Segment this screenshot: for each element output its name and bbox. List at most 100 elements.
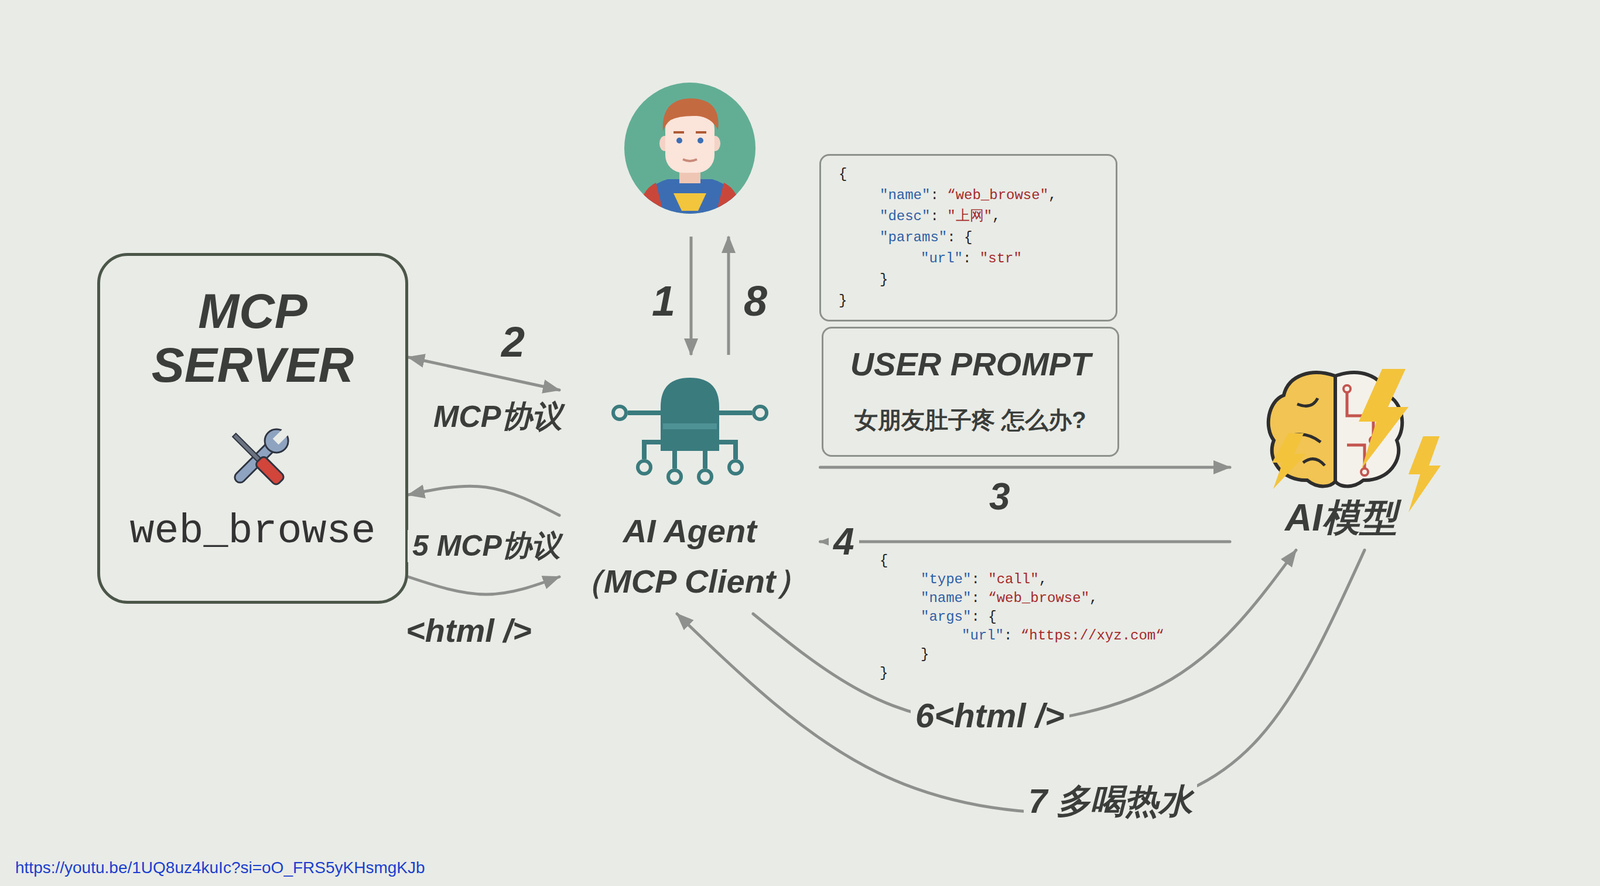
- code-token: ,: [1048, 187, 1057, 204]
- callout-number: 1: [648, 277, 679, 326]
- octopus-icon-part: [637, 460, 651, 474]
- user-avatar-part-part: [638, 182, 665, 218]
- code-token: :: [971, 609, 988, 625]
- code-token: "params": [879, 229, 947, 246]
- octopus-icon-part: [662, 423, 717, 430]
- code-line: {: [879, 551, 888, 571]
- user-avatar-part: [682, 159, 697, 162]
- brain-icon-part: [1272, 433, 1307, 490]
- octopus-icon-part: [702, 450, 708, 469]
- step-label: 6<html />: [910, 696, 1070, 735]
- server-box: MCP SERVERweb_browse: [97, 253, 409, 604]
- octopus-icon-part: [672, 450, 678, 469]
- code-token: }: [838, 292, 847, 309]
- code-line: }: [920, 645, 929, 665]
- callout-number: 8: [740, 277, 771, 326]
- code-token: }: [879, 271, 888, 288]
- octopus-icon-part: [753, 406, 767, 420]
- octopus-icon-part: [729, 460, 743, 474]
- code-token: ,: [992, 208, 1001, 225]
- code-line: "type": "call",: [920, 570, 1048, 590]
- code-line: "params": {: [838, 227, 1099, 249]
- octopus-icon-part: [719, 442, 736, 460]
- tool-icon-part-part: [232, 433, 261, 462]
- tool-icon: [227, 423, 294, 490]
- code-token: "上网": [946, 208, 993, 225]
- model-node: AI模型: [1229, 357, 1453, 550]
- code-line: "desc": "上网",: [838, 206, 1099, 228]
- tool-icon-part-part: [272, 428, 289, 445]
- code-token: }: [879, 665, 888, 682]
- agent-subtitle: （MCP Client）: [571, 563, 809, 600]
- step-label: 5 MCP协议: [407, 530, 566, 563]
- code-token: :: [1003, 627, 1021, 644]
- prompt-text: 女朋友肚子疼 怎么办?: [835, 407, 1106, 433]
- user-avatar-part-part: [673, 193, 707, 211]
- brain-icon: [1268, 368, 1441, 513]
- connector: [819, 466, 1230, 470]
- connector-group: [408, 357, 1365, 813]
- code-line: {: [838, 163, 1099, 186]
- code-line: "args": {: [920, 607, 997, 627]
- user-avatar-part: [676, 137, 683, 144]
- octopus-icon-part: [613, 406, 627, 420]
- agent-node: AI Agent（MCP Client）: [559, 374, 820, 614]
- code-line: }: [838, 290, 1099, 312]
- step-label: 4: [828, 521, 860, 563]
- code-token: :: [930, 208, 947, 225]
- code-line: "name": “web_browse",: [838, 185, 1099, 207]
- payload-label: <html />: [401, 612, 537, 649]
- user-avatar-part: [638, 166, 742, 218]
- code-token: {: [963, 229, 973, 246]
- code-line: "name": “web_browse",: [920, 589, 1098, 608]
- tool-schema-box: {"name": “web_browse","desc": "上网","para…: [819, 154, 1118, 322]
- connector: [819, 540, 1230, 544]
- prompt-title: USER PROMPT: [835, 346, 1106, 383]
- code-token: “https://xyz.com“: [1020, 627, 1165, 644]
- user-arrows-part: [689, 236, 693, 355]
- step-label: 3: [984, 476, 1015, 518]
- source-url: https://youtu.be/1UQ8uz4kuIc?si=oO_FRS5y…: [15, 858, 426, 878]
- octopus-icon-part: [644, 442, 661, 460]
- brain-icon-part: [1361, 468, 1369, 476]
- octopus-icon-part: [627, 410, 661, 416]
- user-avatar-part: [697, 137, 704, 144]
- tool-icon-part-part: [260, 424, 294, 458]
- octopus-icon-part: [719, 410, 752, 416]
- protocol-label: MCP协议: [429, 399, 566, 435]
- code-token: "call": [987, 571, 1039, 588]
- user-avatar-part-part: [638, 179, 742, 218]
- octopus-icon-part: [668, 470, 682, 484]
- code-token: "name": [920, 590, 972, 607]
- user-avatar: [624, 82, 756, 218]
- user-avatar-part: [624, 82, 756, 214]
- brain-icon-part: [1358, 368, 1409, 469]
- octopus-icon-part: [698, 470, 712, 484]
- code-line: "url": "str": [838, 248, 1099, 270]
- user-avatar-part: [662, 98, 719, 132]
- connector: [408, 357, 560, 391]
- code-token: "args": [920, 609, 972, 625]
- code-token: "type": [920, 571, 972, 588]
- code-token: ,: [1089, 590, 1098, 607]
- code-token: :: [971, 590, 988, 607]
- octopus-icon-part: [660, 377, 720, 451]
- step-label: 7 多喝热水: [1023, 782, 1198, 820]
- code-token: {: [879, 552, 888, 569]
- brain-icon-part: [1268, 372, 1336, 487]
- tool-icon-part: [227, 423, 294, 490]
- brain-icon-part: [1408, 436, 1441, 513]
- code-token: "url": [961, 627, 1004, 644]
- code-line: }: [879, 664, 888, 683]
- brain-icon-part: [1343, 385, 1351, 393]
- step-label: 2: [496, 319, 530, 366]
- code-line: }: [838, 269, 1099, 291]
- code-token: "desc": [879, 208, 931, 225]
- code-line: "url": “https://xyz.com“: [961, 626, 1165, 646]
- tool-icon-part: [229, 430, 286, 487]
- tool-name: web_browse: [111, 507, 394, 557]
- user-avatar-part: [673, 131, 707, 134]
